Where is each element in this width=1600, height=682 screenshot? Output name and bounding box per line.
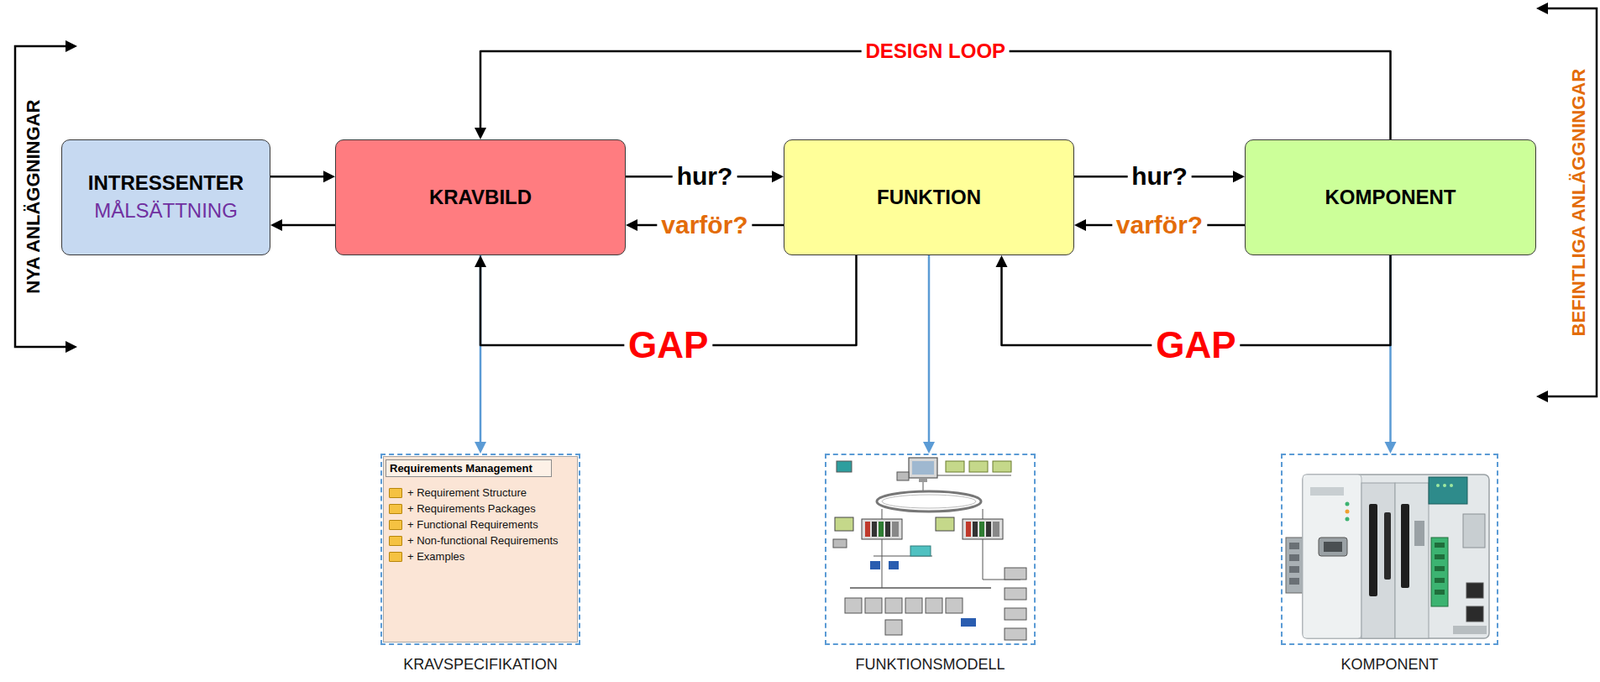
list-row: + Functional Requirements xyxy=(383,516,578,533)
plc-photo xyxy=(1285,474,1490,639)
dashed-frame: FUNKTIONSMODELL xyxy=(824,453,1036,646)
connector-line xyxy=(928,255,931,446)
network-model xyxy=(833,457,1027,640)
arrow-head xyxy=(270,219,283,231)
folder-icon xyxy=(388,487,403,499)
edge-label: GAP xyxy=(624,325,713,365)
folder-icon xyxy=(388,551,403,562)
list-row: + Non-functional Requirements xyxy=(383,532,578,549)
stakeholder-box: INTRESSENTER MÅLSÄTTNING xyxy=(61,139,271,256)
arrow-head xyxy=(771,170,784,183)
caption: KOMPONENT xyxy=(1215,656,1564,674)
side-label: BEFINTLIGA ANLÄGGNINGAR xyxy=(1568,68,1590,337)
list-row: + Requirements Packages xyxy=(383,500,578,517)
arrow-head xyxy=(474,255,487,268)
arrow-head xyxy=(65,40,78,53)
arrow-head xyxy=(923,441,935,454)
arrow-head xyxy=(1536,2,1548,15)
edge-label: GAP xyxy=(1151,325,1240,365)
list-item: + Requirement Structure xyxy=(407,486,527,499)
arrow-head xyxy=(1232,170,1245,183)
panel-heading: Requirements Management xyxy=(385,459,552,478)
edge-label: DESIGN LOOP xyxy=(860,40,1010,62)
connector-line xyxy=(480,51,1391,140)
connector-line xyxy=(278,224,336,227)
caption: KRAVSPECIFIKATION xyxy=(314,656,646,674)
bracket-line xyxy=(1544,8,1597,397)
list-item: + Non-functional Requirements xyxy=(407,534,559,547)
dashed-frame: KRAVSPECIFIKATIONRequirements Management… xyxy=(380,453,581,646)
caption: FUNKTIONSMODELL xyxy=(759,656,1102,674)
edge-label: hur? xyxy=(672,162,738,190)
box-title: KOMPONENT xyxy=(1325,185,1457,210)
arrow-head xyxy=(474,441,487,454)
flow-arrow xyxy=(474,51,1391,140)
folder-icon xyxy=(388,535,403,546)
arrow-head xyxy=(1074,219,1086,231)
edge-label: varför? xyxy=(1112,211,1207,239)
folder-icon xyxy=(388,519,403,530)
box-title: FUNKTION xyxy=(876,185,981,210)
box-title: KRAVBILD xyxy=(429,185,532,210)
list-item: + Requirements Packages xyxy=(407,502,536,515)
list-row: + Requirement Structure xyxy=(383,484,578,501)
list-item: + Functional Requirements xyxy=(407,518,539,531)
edge-label: hur? xyxy=(1127,162,1192,190)
function-box: FUNKTION xyxy=(783,139,1075,256)
box-subtitle: MÅLSÄTTNING xyxy=(94,199,238,224)
connector-line xyxy=(270,175,328,179)
edge-label: varför? xyxy=(656,211,752,239)
pointer-arrow xyxy=(923,255,935,454)
box-title: INTRESSENTER xyxy=(88,171,244,196)
list-row: + Examples xyxy=(383,548,578,565)
arrow-head xyxy=(996,255,1008,268)
arrow-head xyxy=(323,170,336,183)
arrow-head xyxy=(1384,441,1397,454)
requirements-panel: Requirements Management + Requirement Str… xyxy=(382,456,578,643)
side-label: NYA ANLÄGGNINGAR xyxy=(22,99,45,294)
list-item: + Examples xyxy=(407,550,465,563)
arrow-head xyxy=(474,127,487,140)
requirements-box: KRAVBILD xyxy=(335,139,626,256)
flow-arrow xyxy=(270,219,336,231)
component-box: KOMPONENT xyxy=(1244,139,1537,256)
arrow-head xyxy=(65,340,78,353)
folder-icon xyxy=(388,503,403,515)
flow-arrow xyxy=(270,170,336,183)
arrow-head xyxy=(625,219,638,231)
arrow-head xyxy=(1536,390,1548,403)
dashed-frame: KOMPONENT xyxy=(1280,453,1499,646)
